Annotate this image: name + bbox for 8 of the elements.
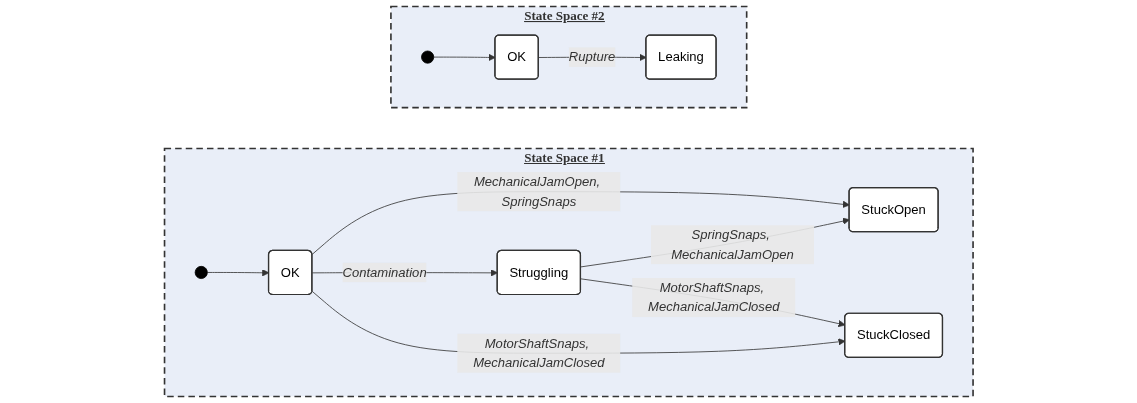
edge-label: Contamination	[342, 265, 427, 279]
edge-label: MotorShaftSnaps, MechanicalJamClosed	[472, 336, 605, 370]
edge-label: SpringSnaps, MechanicalJamOpen	[670, 227, 794, 262]
node-circle	[194, 265, 208, 279]
edge-label: MotorShaftSnaps, MechanicalJamClosed	[647, 280, 780, 314]
edge-label: Rupture	[568, 49, 615, 64]
edge-label: MechanicalJamOpen, SpringSnaps	[473, 174, 600, 209]
node-circle	[420, 50, 434, 64]
